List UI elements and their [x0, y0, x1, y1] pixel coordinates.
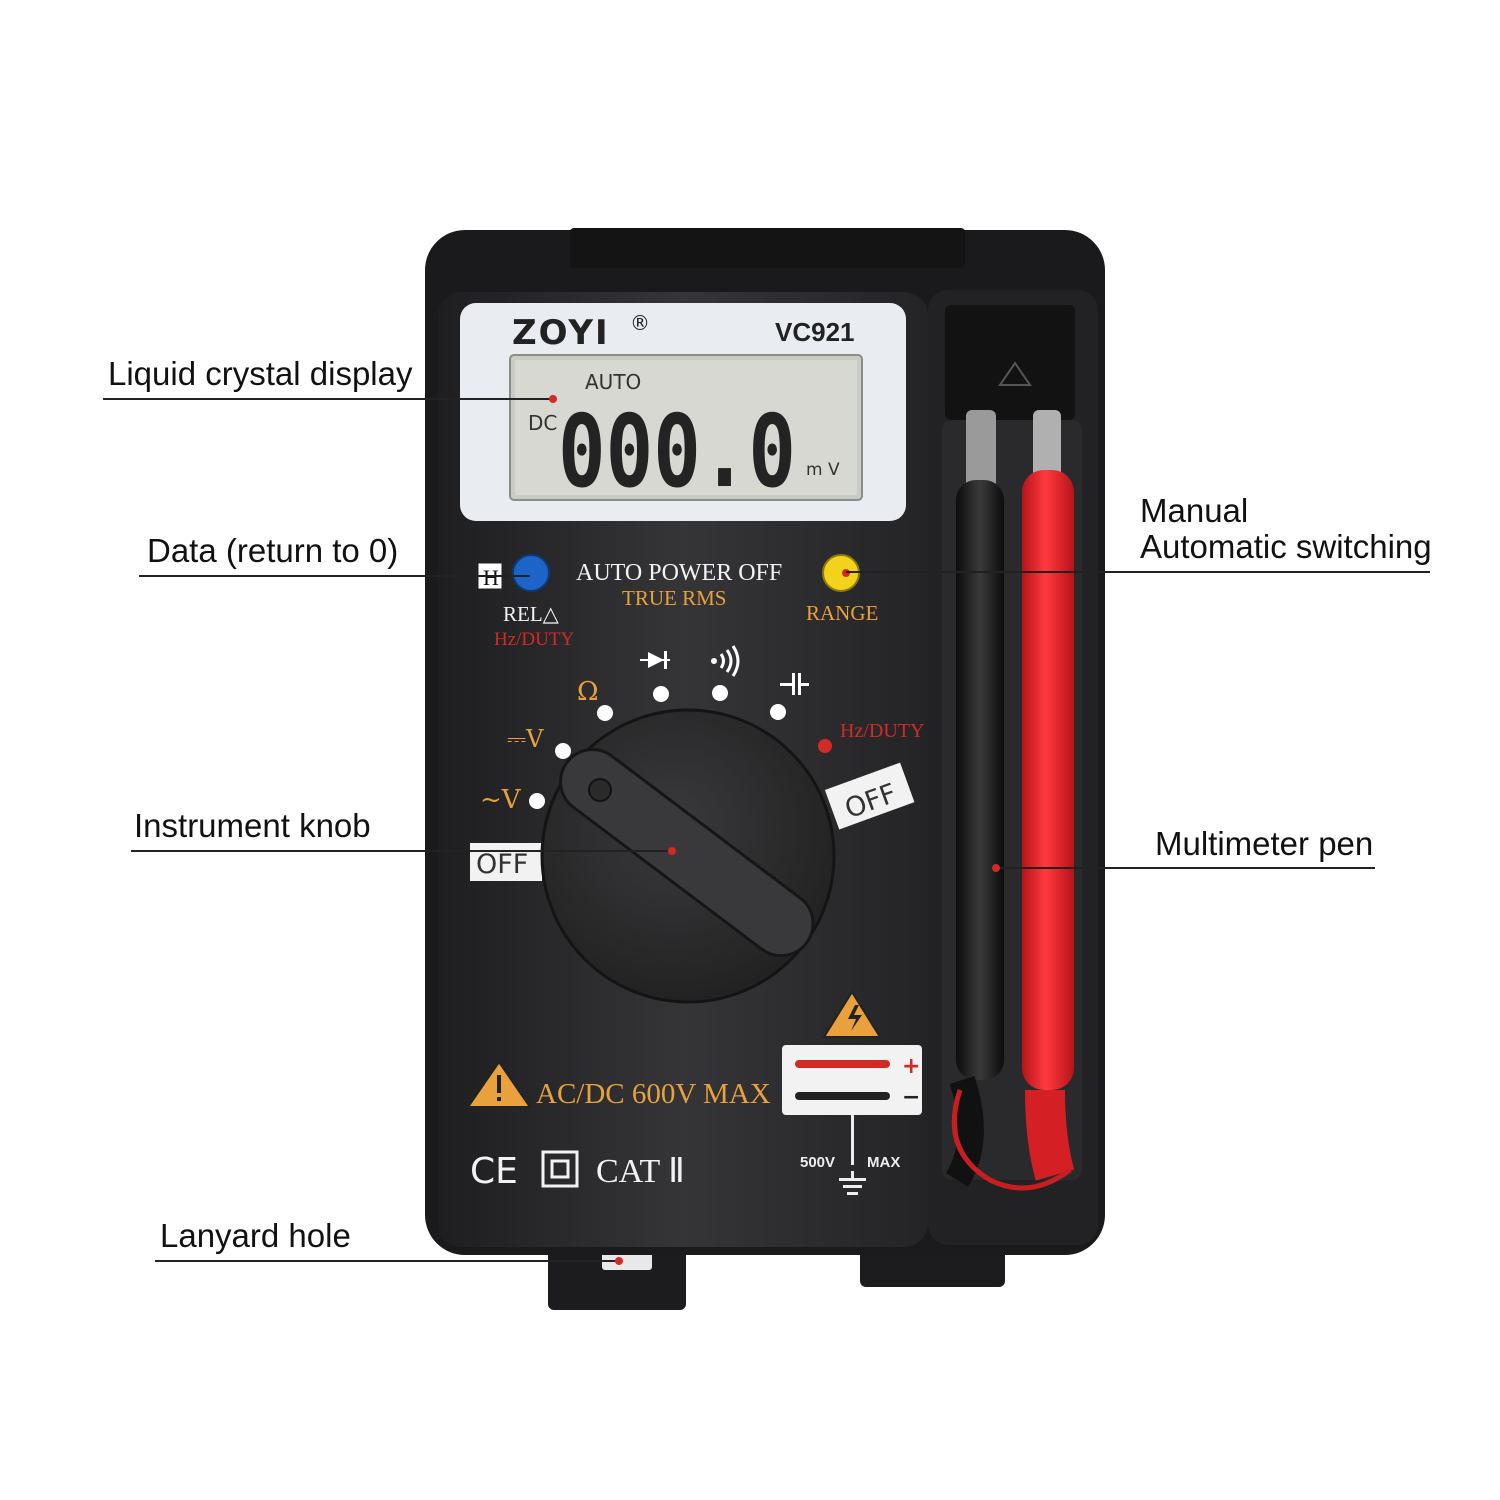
rel-label: REL△: [503, 602, 560, 626]
lcd-dc-indicator: DC: [528, 411, 557, 435]
ground-icon: [839, 1115, 866, 1195]
callout-lcd: Liquid crystal display: [108, 355, 413, 392]
callout-pen: Multimeter pen: [1155, 825, 1374, 862]
category-rating: CAT Ⅱ: [596, 1153, 685, 1190]
dc-volt-label: ⎓V: [507, 725, 544, 753]
ce-mark: CE: [470, 1151, 518, 1192]
callout-range-line1: Manual: [1140, 492, 1249, 529]
off-tab-right: [824, 762, 915, 830]
rel-button[interactable]: [512, 554, 550, 592]
minus-sign: −: [902, 1085, 920, 1110]
plus-sign: +: [902, 1054, 920, 1079]
hz-duty-button-label: Hz/DUTY: [494, 629, 574, 650]
hold-symbol: H: [483, 565, 499, 590]
callout-range-line2: Automatic switching: [1140, 528, 1432, 565]
high-voltage-warning-icon: [822, 990, 882, 1038]
off-tab-left: [470, 843, 542, 881]
callout-lines: [103, 398, 1430, 1262]
ground-max-label: MAX: [867, 1154, 900, 1171]
double-insulation-icon: [541, 1150, 579, 1188]
auto-power-off-label: AUTO POWER OFF: [576, 560, 782, 586]
callout-lanyard: Lanyard hole: [160, 1217, 351, 1254]
probe-holster: [942, 305, 1082, 1191]
dial-markers: [529, 685, 832, 809]
probe-polarity-card: [782, 1045, 922, 1115]
ohm-label: Ω: [577, 677, 599, 707]
lcd-auto-indicator: AUTO: [585, 370, 641, 394]
capacitor-icon: [780, 673, 809, 695]
ground-voltage-label: 500V: [800, 1154, 835, 1171]
callout-data-return: Data (return to 0): [147, 532, 399, 569]
ac-volt-label: ~V: [480, 785, 522, 815]
off-label-left: OFF: [476, 849, 528, 880]
brand-mark: ®: [630, 311, 650, 335]
callout-markers: [549, 395, 1000, 1265]
voltage-rating: AC/DC 600V MAX: [536, 1078, 771, 1110]
warning-icon: [466, 1060, 532, 1108]
range-label: RANGE: [806, 601, 878, 625]
brand-logo: ZOYI: [512, 313, 610, 353]
lcd-reading: 000.0: [558, 393, 796, 510]
lcd-panel: [460, 303, 906, 521]
continuity-icon: [711, 645, 740, 677]
lcd-unit: m V: [806, 460, 840, 480]
model-label: VC921: [775, 317, 855, 347]
rotary-knob[interactable]: [540, 708, 836, 1004]
diode-icon: [640, 651, 670, 669]
hz-duty-dial-label: Hz/DUTY: [840, 720, 924, 742]
true-rms-label: TRUE RMS: [622, 586, 726, 610]
black-probe: [945, 410, 1004, 1187]
red-probe: [951, 410, 1075, 1191]
callout-knob: Instrument knob: [134, 807, 371, 844]
